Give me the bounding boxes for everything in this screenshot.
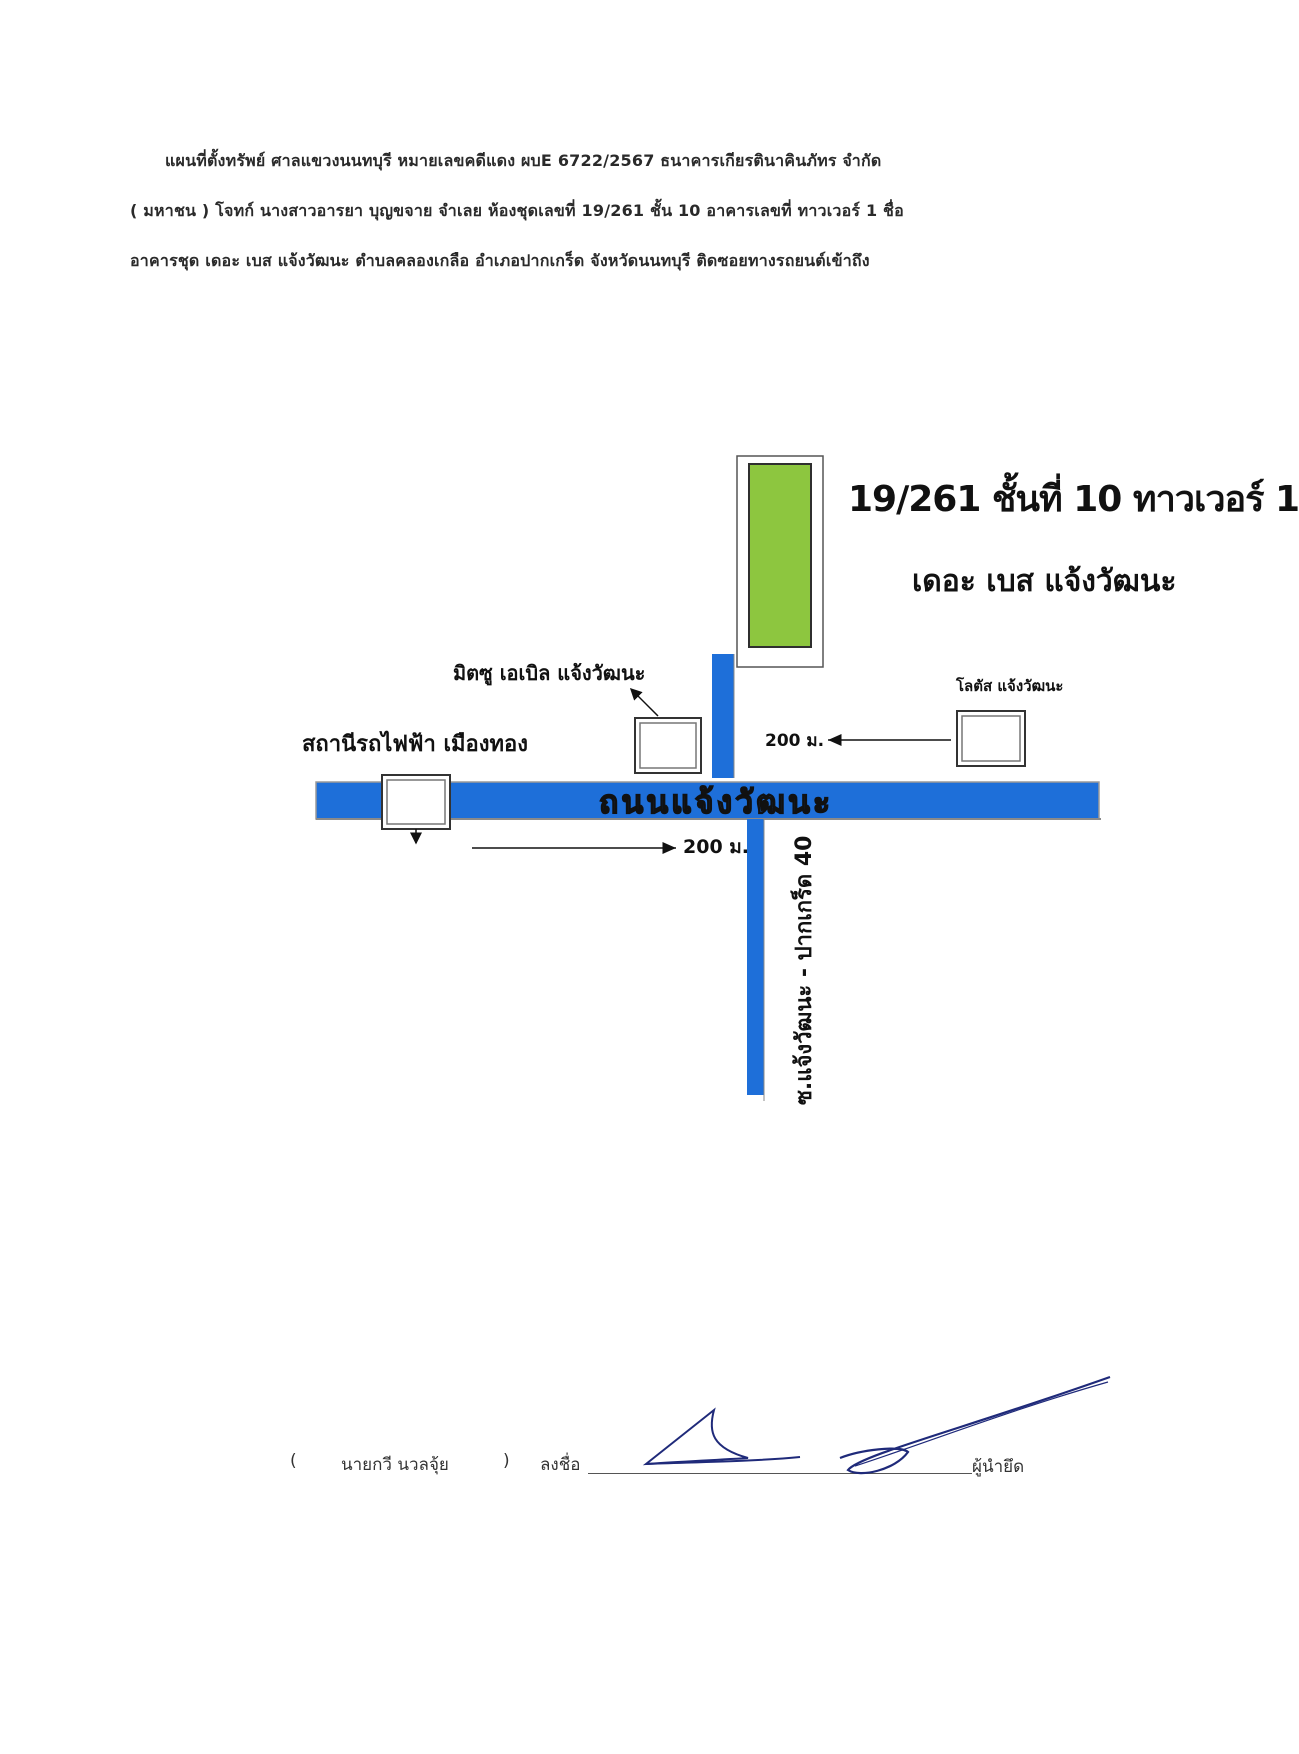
side-road-label: ซ.แจ้งวัฒนะ - ปากเกร็ด 40 <box>789 836 817 1106</box>
handwritten-signature <box>642 1375 1111 1475</box>
header-line-2: ( มหาชน ) โจทก์ นางสาวอารยา บุญขจาย จำเล… <box>130 201 904 220</box>
document-header: แผนที่ตั้งทรัพย์ ศาลแขวงนนทบุรี หมายเลขค… <box>130 136 1130 286</box>
lotus-building-icon <box>956 710 1026 767</box>
location-map: ถนนแจ้งวัฒนะ ซ.แจ้งวัฒนะ - ปากเกร็ด 40 <box>315 455 1101 1106</box>
station-building-icon <box>381 774 451 830</box>
header-line-3: อาคารชุด เดอะ เบส แจ้งวัฒนะ ตำบลคลองเกลื… <box>130 251 870 270</box>
landmark-mitsu-label: มิตซู เอเบิล แจ้งวัฒนะ <box>453 661 646 685</box>
landmark-lotus-label: โลตัส แจ้งวัฒนะ <box>956 677 1064 695</box>
sign-label: ลงชื่อ <box>540 1455 581 1475</box>
signer-role: ผู้นำยึด <box>972 1457 1025 1477</box>
mitsu-building-icon <box>634 717 702 774</box>
signature-open-paren: ( <box>290 1451 297 1471</box>
signature-close-paren: ) <box>503 1451 510 1471</box>
property-title: 19/261 ชั้นที่ 10 ทาวเวอร์ 1 <box>848 479 1299 520</box>
main-road-label: ถนนแจ้งวัฒนะ <box>599 783 833 821</box>
header-line-1: แผนที่ตั้งทรัพย์ ศาลแขวงนนทบุรี หมายเลขค… <box>165 151 882 170</box>
signature-line <box>588 1473 972 1474</box>
property-subtitle: เดอะ เบส แจ้งวัฒนะ <box>912 564 1177 599</box>
property-building <box>736 455 824 668</box>
mitsu-pointer-arrow <box>629 687 659 717</box>
side-road-south <box>747 819 765 1101</box>
side-road-north <box>712 654 735 778</box>
signer-name: นายกวี นวลจุ้ย <box>341 1455 449 1475</box>
distance-upper-label: 200 ม. <box>765 731 825 751</box>
distance-lower-label: 200 ม. <box>683 836 750 858</box>
landmark-station-label: สถานีรถไฟฟ้า เมืองทอง <box>302 732 528 757</box>
